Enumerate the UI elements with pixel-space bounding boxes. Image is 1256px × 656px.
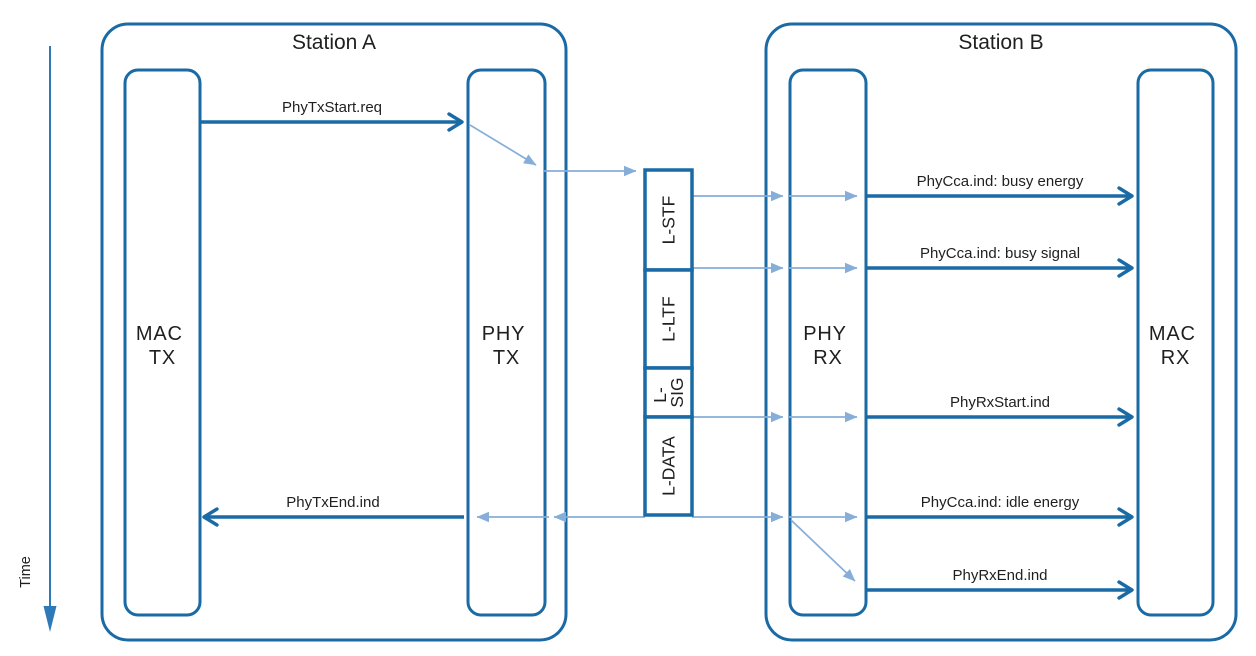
lane-phy-rx xyxy=(788,68,868,617)
lane-mac-rx-label: MAC RX xyxy=(1149,323,1202,369)
msg-phy-rx-end-label: PhyRxEnd.ind xyxy=(952,567,1047,584)
frame-field-ldata-label: L-DATA xyxy=(659,436,679,496)
message-arrows: PhyTxStart.req PhyTxEnd.ind PhyCca.ind: … xyxy=(201,99,1134,600)
msg-phy-rx-start-label: PhyRxStart.ind xyxy=(950,394,1050,411)
msg-cca-idle-energy-label: PhyCca.ind: idle energy xyxy=(921,494,1080,511)
rx-diagonal-arrow xyxy=(790,519,856,582)
frame-field-lsig-label: L- SIG xyxy=(650,377,687,407)
station-b-title: Station B xyxy=(958,31,1043,54)
propagation-arrows xyxy=(469,124,858,582)
tx-diagonal-arrow xyxy=(469,124,537,166)
lane-mac-tx-label: MAC TX xyxy=(136,323,189,369)
station-a-box xyxy=(100,22,568,642)
lane-phy-tx xyxy=(466,68,547,617)
frame-field-ldata xyxy=(643,415,694,517)
msg-phy-tx-start-label: PhyTxStart.req xyxy=(282,99,382,116)
station-b: Station B PHY RX MAC RX xyxy=(764,22,1238,642)
lane-phy-rx-label: PHY RX xyxy=(803,323,853,369)
time-axis: Time xyxy=(18,46,57,632)
frame-column: L-STF L-LTF L- SIG L-DATA xyxy=(643,168,694,517)
frame-field-lsig xyxy=(643,366,694,419)
time-axis-label: Time xyxy=(18,556,34,588)
frame-field-lltf-label: L-LTF xyxy=(659,296,679,341)
msg-cca-busy-energy-label: PhyCca.ind: busy energy xyxy=(917,173,1084,190)
frame-field-lstf-label: L-STF xyxy=(659,196,679,245)
station-a-title: Station A xyxy=(292,31,376,54)
lane-mac-tx xyxy=(123,68,202,617)
frame-field-lstf xyxy=(643,168,694,272)
station-b-box xyxy=(764,22,1238,642)
msg-phy-tx-end-label: PhyTxEnd.ind xyxy=(286,494,379,511)
lane-phy-tx-label: PHY TX xyxy=(482,323,532,369)
time-axis-arrowhead-icon xyxy=(43,606,57,632)
station-a: Station A MAC TX PHY TX xyxy=(100,22,568,642)
lane-mac-rx xyxy=(1136,68,1215,617)
msg-cca-busy-signal-label: PhyCca.ind: busy signal xyxy=(920,245,1080,262)
